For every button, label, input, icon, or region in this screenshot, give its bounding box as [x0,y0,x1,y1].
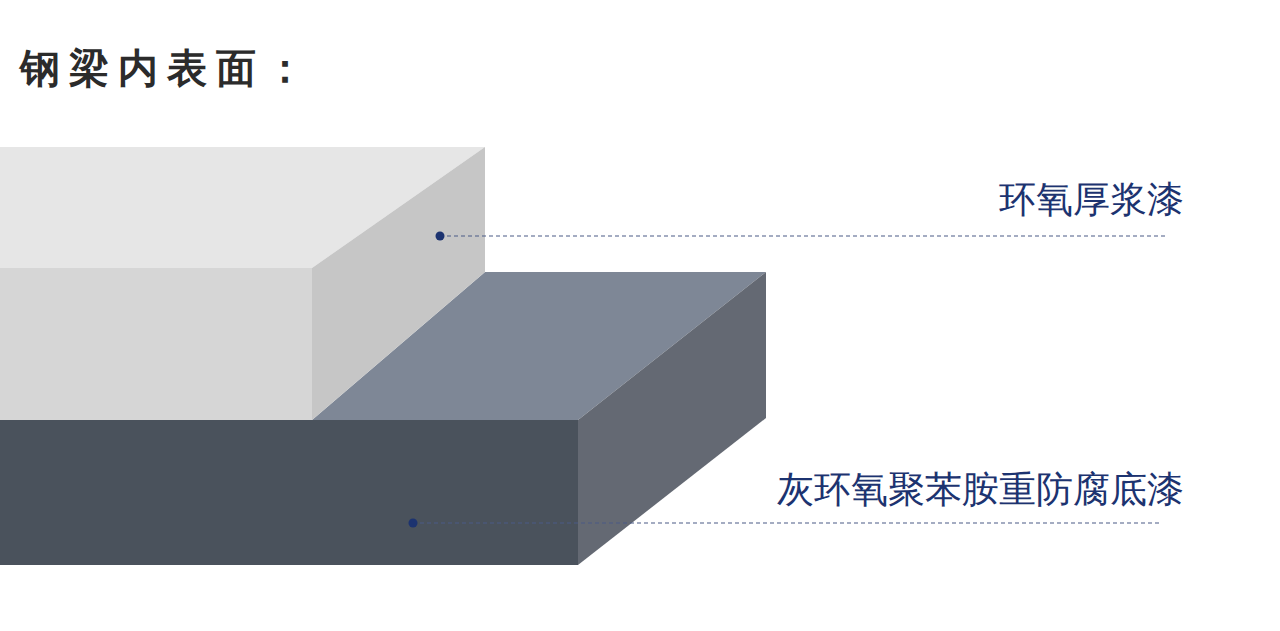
layer-label: 环氧厚浆漆 [999,178,1184,222]
primer-front-face [0,420,578,565]
leader-dot [409,519,418,528]
topcoat-front-face [0,268,312,420]
leader-line [440,235,1168,236]
topcoat-side-face [312,147,485,420]
layer-label: 灰环氧聚苯胺重防腐底漆 [777,468,1184,512]
heading: 钢梁内表面： [20,44,314,92]
leader-dot [436,232,445,241]
primer-side-face [578,272,766,565]
leader-line [413,522,1162,523]
